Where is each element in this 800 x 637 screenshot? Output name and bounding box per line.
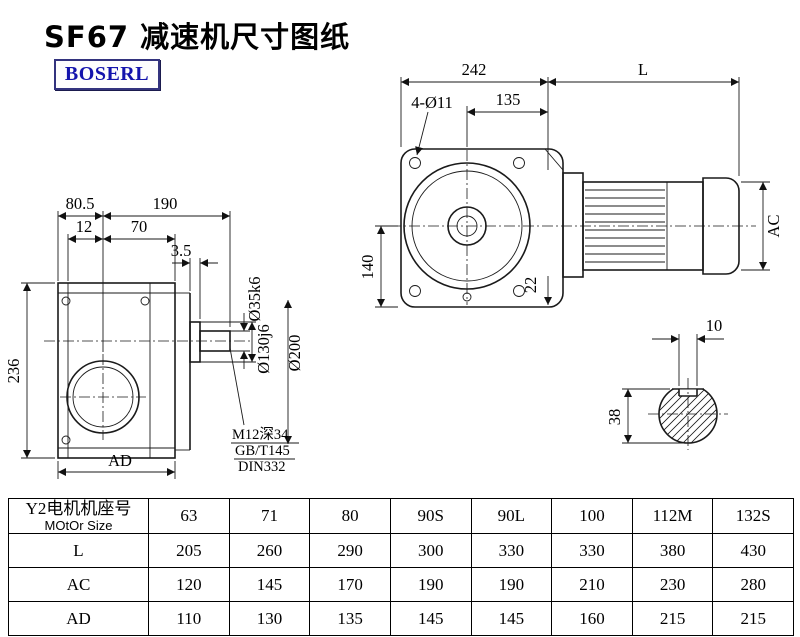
row-label-AD: AD <box>8 601 149 637</box>
dim-text-4d11: 4-Ø11 <box>411 93 453 112</box>
side-view <box>44 282 252 459</box>
bolt-hole <box>61 435 71 445</box>
page-title: SF67 减速机尺寸图纸 <box>44 20 351 54</box>
mount-hole-bottom-right <box>513 285 525 297</box>
value-cell: 205 <box>148 533 230 569</box>
front-view <box>390 148 756 308</box>
motor-size-header-en: MOtOr Size <box>44 517 113 533</box>
value-cell: 170 <box>309 567 391 603</box>
dim-text-140: 140 <box>358 255 377 280</box>
dim-text-242: 242 <box>462 60 487 79</box>
spigot <box>189 321 201 363</box>
note-leader <box>229 347 245 426</box>
size-table: Y2电机机座号 MOtOr Size 63 71 80 90S 90L 100 … <box>8 497 794 637</box>
dim-text-flange-dia: Ø200 <box>285 335 304 372</box>
value-cell: 230 <box>631 567 714 603</box>
dim-text-L: L <box>638 60 648 79</box>
motor-frame-size: 71 <box>228 497 311 535</box>
dim-text-10: 10 <box>706 316 723 335</box>
motor-frame-size: 80 <box>309 497 391 535</box>
value-cell: 190 <box>389 567 472 603</box>
housing-body <box>57 282 176 459</box>
dim-text-3-5: 3.5 <box>171 241 192 260</box>
value-cell: 135 <box>309 601 391 637</box>
motor-frame-size: 90L <box>470 497 553 535</box>
flange-circle-outer <box>403 162 531 290</box>
value-cell: 290 <box>309 533 391 569</box>
dim-text-22: 22 <box>521 277 540 294</box>
value-cell: 300 <box>389 533 472 569</box>
value-cell: 145 <box>470 601 553 637</box>
output-shaft <box>199 330 231 352</box>
logo-text: BOSERL <box>64 63 150 85</box>
table-row-AC: AC 120 145 170 190 190 210 230 280 <box>8 567 794 603</box>
motor-frame-size: 90S <box>389 497 472 535</box>
value-cell: 215 <box>631 601 714 637</box>
boserl-logo: BOSERL <box>54 59 160 90</box>
dim-text-38: 38 <box>605 409 624 426</box>
value-cell: 130 <box>228 601 311 637</box>
tap-note-line2: GB/T145 <box>235 443 290 459</box>
motor-flange <box>562 172 584 278</box>
dim-text-AC: AC <box>764 215 783 238</box>
dim-text-190: 190 <box>153 194 178 213</box>
value-cell: 260 <box>228 533 311 569</box>
motor-frame-size: 100 <box>551 497 633 535</box>
motor-fan-cowl <box>702 177 740 275</box>
dim-text-236: 236 <box>4 359 23 384</box>
value-cell: 210 <box>551 567 633 603</box>
row-label-L: L <box>8 533 149 569</box>
table-row-AD: AD 110 130 135 145 145 160 215 215 <box>8 601 794 637</box>
motor-size-header-cn: Y2电机机座号 <box>25 499 132 518</box>
motor-frame-size: 63 <box>148 497 230 535</box>
table-row-L: L 205 260 290 300 330 330 380 430 <box>8 533 794 569</box>
value-cell: 215 <box>712 601 794 637</box>
motor-fins <box>585 189 665 263</box>
dim-text-135: 135 <box>496 90 521 109</box>
leader-4d11 <box>415 111 429 156</box>
value-cell: 430 <box>712 533 794 569</box>
value-cell: 380 <box>631 533 714 569</box>
dim-text-70: 70 <box>131 217 148 236</box>
bolt-hole <box>61 296 71 306</box>
value-cell: 330 <box>470 533 553 569</box>
motor-size-header-cell: Y2电机机座号 MOtOr Size <box>8 497 149 535</box>
mount-hole-top-left <box>409 157 421 169</box>
dim-text-spigot-dia: Ø130j6 <box>254 324 273 374</box>
value-cell: 280 <box>712 567 794 603</box>
mount-hole-top-right <box>513 157 525 169</box>
table-header-row: Y2电机机座号 MOtOr Size 63 71 80 90S 90L 100 … <box>8 497 794 535</box>
shaft-end-view: 10 38 <box>605 316 728 450</box>
value-cell: 110 <box>148 601 230 637</box>
tap-note-line1: M12深34 <box>232 426 289 443</box>
front-view-dimensions: 242 L 135 4-Ø11 140 22 AC <box>358 60 783 308</box>
shaft-bore-circle <box>456 215 478 237</box>
motor-frame-size: 132S <box>712 497 794 535</box>
dim-text-AD: AD <box>108 451 132 470</box>
tap-note-line3: DIN332 <box>238 459 286 475</box>
value-cell: 145 <box>228 567 311 603</box>
dimension-drawing: 242 L 135 4-Ø11 140 22 AC <box>4 60 783 479</box>
value-cell: 190 <box>470 567 553 603</box>
bolt-hole <box>140 296 150 306</box>
row-label-AC: AC <box>8 567 149 603</box>
dim-text-shaft-dia: Ø35k6 <box>245 277 264 322</box>
mount-hole-bottom-left <box>409 285 421 297</box>
side-view-dimensions: 80.5 190 12 70 3.5 236 AD Ø <box>4 194 304 479</box>
value-cell: 120 <box>148 567 230 603</box>
motor-frame-size: 112M <box>631 497 714 535</box>
dim-text-80-5: 80.5 <box>66 194 95 213</box>
value-cell: 330 <box>551 533 633 569</box>
drain-hole <box>462 292 472 302</box>
flange-circle-inner <box>411 170 523 282</box>
dim-text-12: 12 <box>76 217 93 236</box>
hub-circle <box>447 206 487 246</box>
value-cell: 160 <box>551 601 633 637</box>
value-cell: 145 <box>389 601 472 637</box>
